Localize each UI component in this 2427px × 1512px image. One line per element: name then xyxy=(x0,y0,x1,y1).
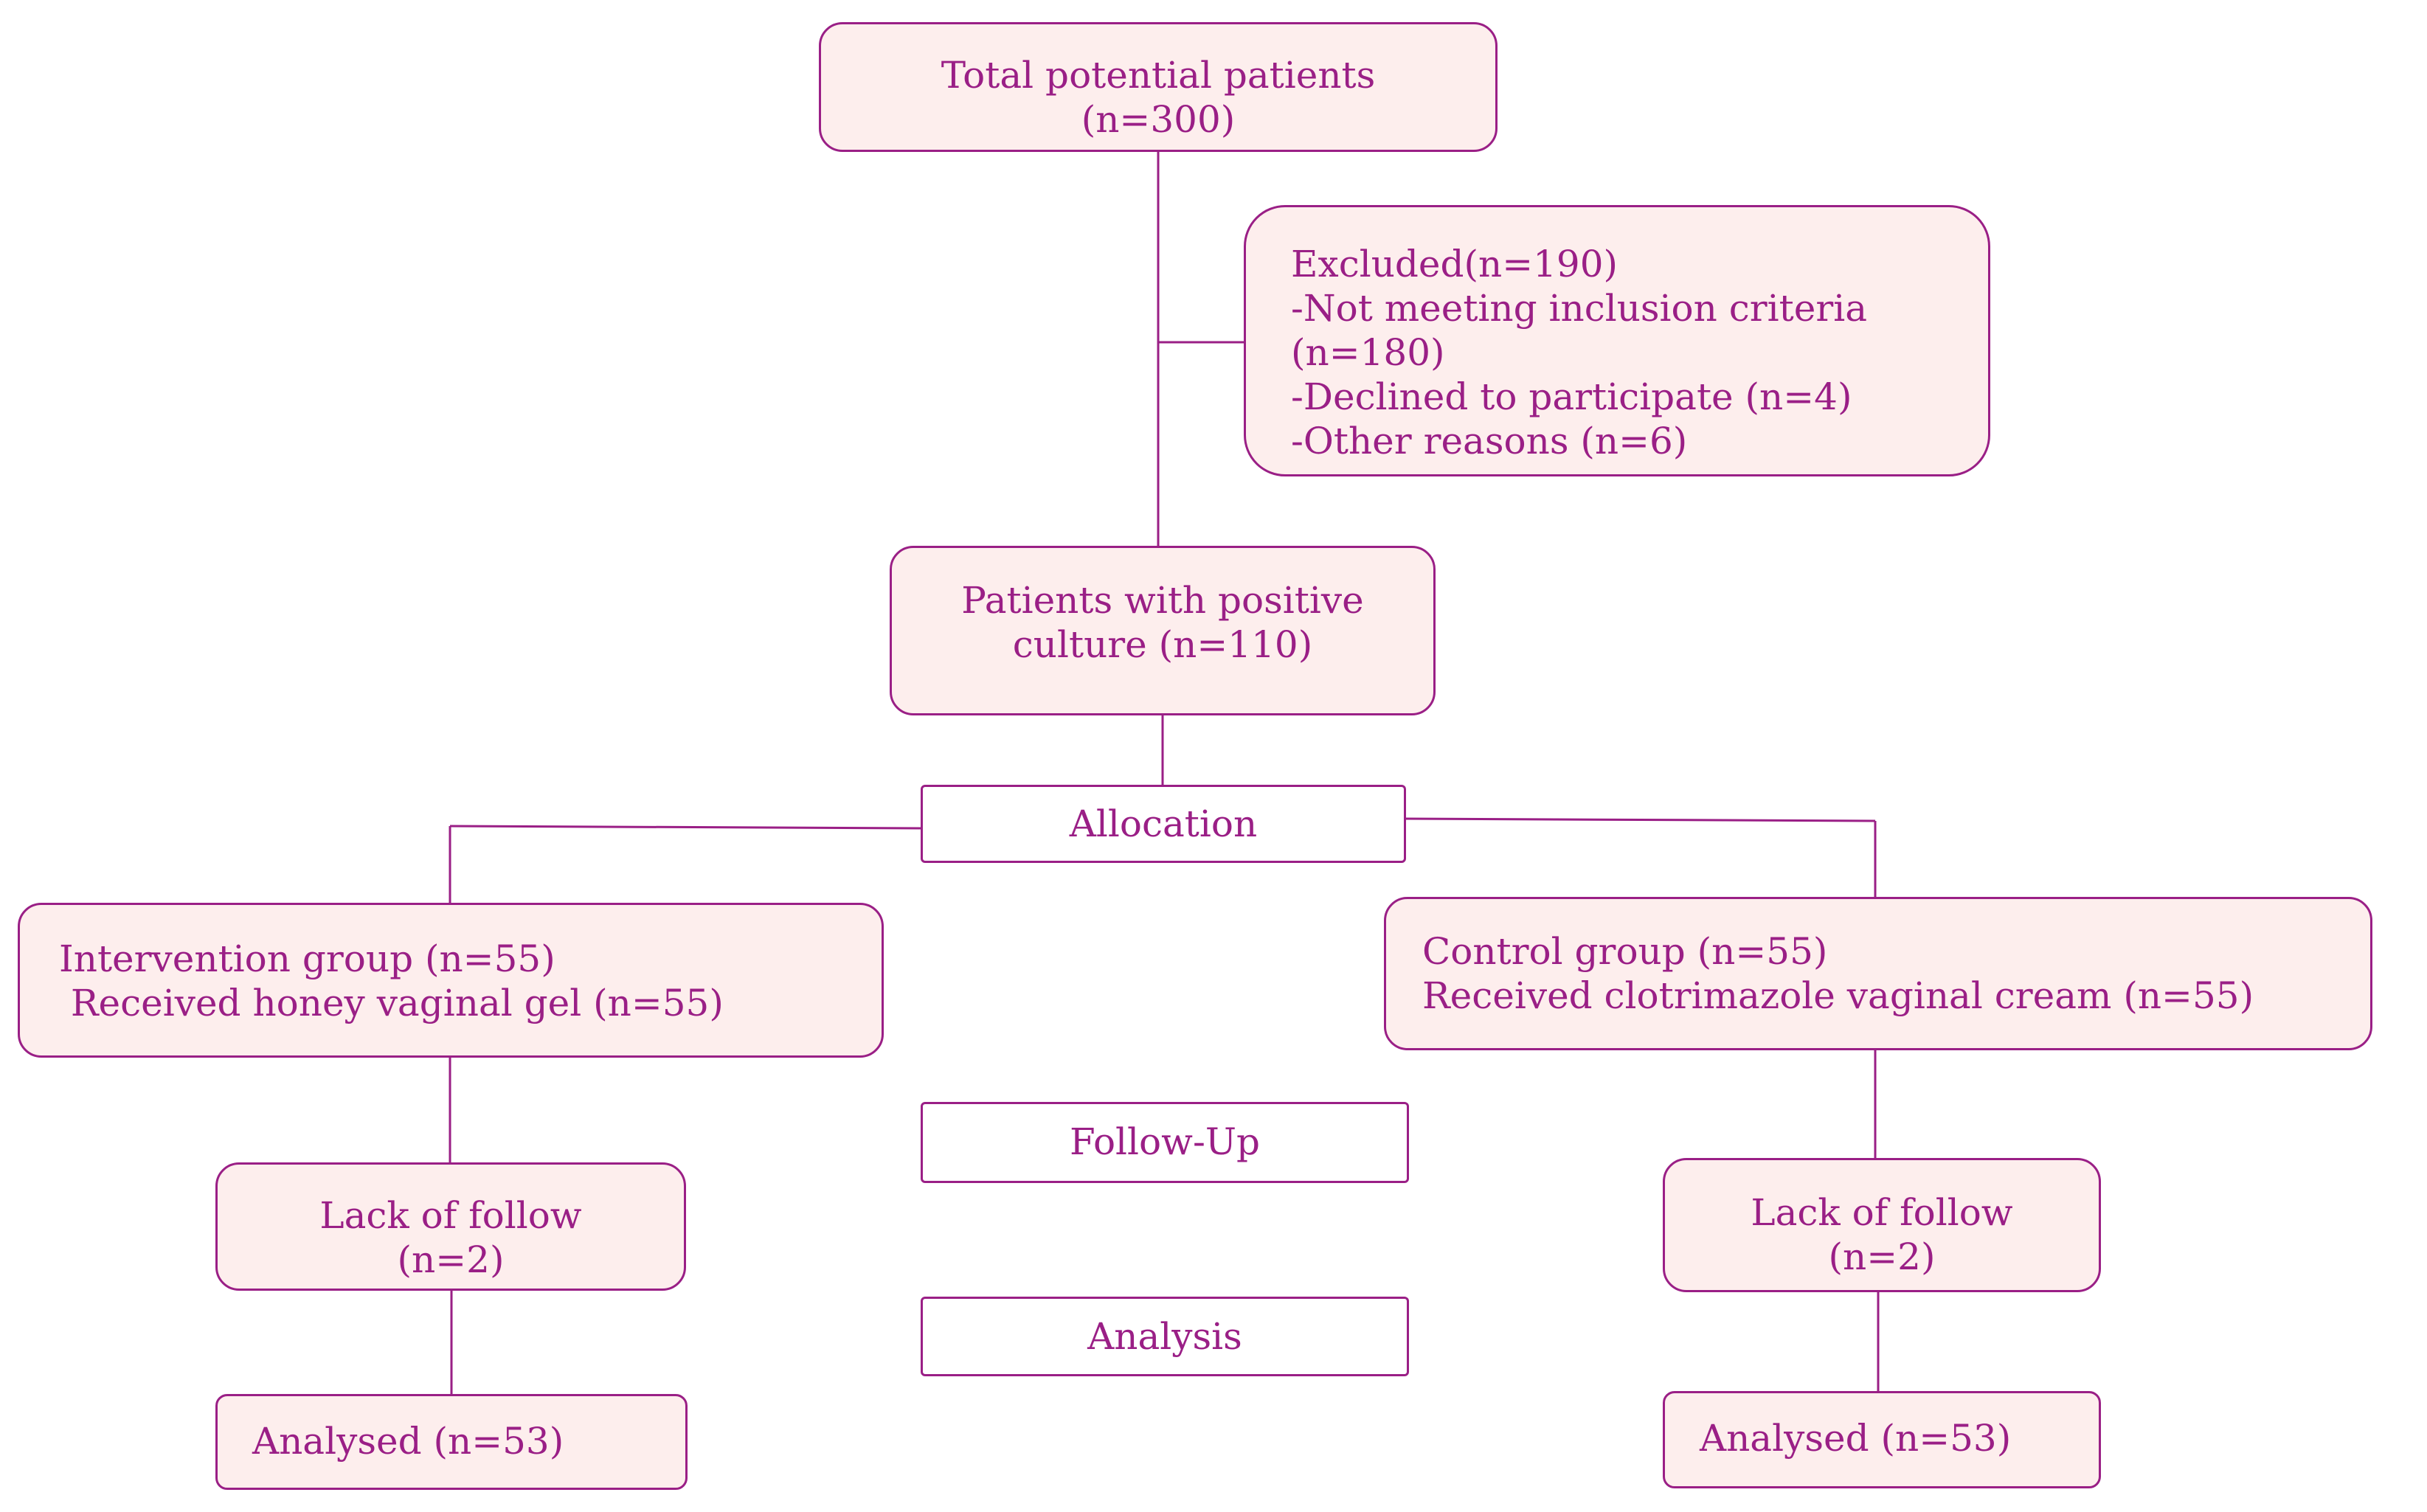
lost-to-follow-right-box xyxy=(1663,1158,2101,1292)
allocation-stage-label: Allocation xyxy=(1069,802,1258,845)
control-treatment: Received clotrimazole vaginal cream (n=5… xyxy=(1422,974,2254,1017)
follow-up-stage-box xyxy=(921,1102,1409,1183)
excluded-other-reasons: -Other reasons (n=6) xyxy=(1291,420,1688,462)
intervention-treatment: Received honey vaginal gel (n=55) xyxy=(59,982,724,1024)
connector-allocation-right-horizontal xyxy=(1404,817,1876,822)
analysed-right-box xyxy=(1663,1391,2101,1488)
follow-up-stage-label: Follow-Up xyxy=(1070,1120,1260,1163)
control-group-box xyxy=(1384,897,2372,1050)
total-patients-count: (n=300) xyxy=(1081,98,1236,141)
analysed-left-box xyxy=(215,1394,688,1490)
analysed-right-label: Analysed (n=53) xyxy=(1700,1417,2012,1460)
excluded-inclusion-count: (n=180) xyxy=(1291,331,1445,374)
lost-to-follow-right-label: Lack of follow xyxy=(1751,1191,2013,1234)
positive-culture-label: Patients with positive xyxy=(961,579,1364,622)
total-patients-box xyxy=(819,22,1498,152)
intervention-group-box xyxy=(18,903,884,1058)
total-patients-label: Total potential patients xyxy=(941,54,1376,97)
analysis-stage-label: Analysis xyxy=(1087,1315,1242,1358)
positive-culture-count: culture (n=110) xyxy=(1012,623,1313,666)
allocation-stage-box xyxy=(921,785,1406,863)
analysed-left-label: Analysed (n=53) xyxy=(252,1420,564,1463)
intervention-group-label: Intervention group (n=55) xyxy=(59,937,555,980)
connector-allocation-left-horizontal xyxy=(449,825,921,830)
excluded-box xyxy=(1244,205,1990,476)
excluded-total: Excluded(n=190) xyxy=(1291,243,1618,285)
analysis-stage-box xyxy=(921,1297,1409,1376)
excluded-declined: -Declined to participate (n=4) xyxy=(1291,375,1852,418)
lost-to-follow-left-box xyxy=(215,1162,686,1291)
lost-to-follow-left-label: Lack of follow xyxy=(319,1194,582,1237)
excluded-inclusion-criteria: -Not meeting inclusion criteria xyxy=(1291,287,1868,330)
control-group-label: Control group (n=55) xyxy=(1422,930,1828,973)
lost-to-follow-right-count: (n=2) xyxy=(1828,1235,1936,1278)
positive-culture-box xyxy=(890,546,1436,715)
lost-to-follow-left-count: (n=2) xyxy=(397,1238,505,1281)
